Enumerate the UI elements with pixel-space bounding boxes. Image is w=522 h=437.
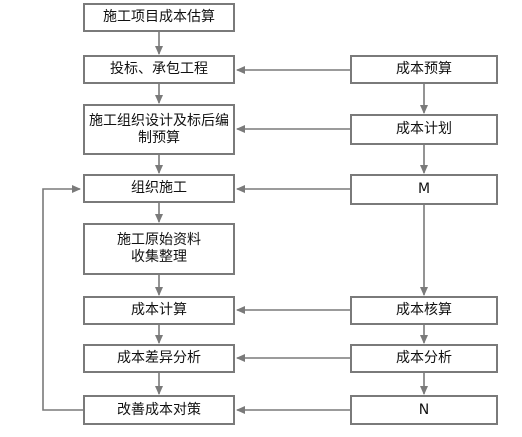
step-cost-calculation: 成本计算 [83,296,235,325]
cost-analysis-box: 成本分析 [350,344,498,373]
step-data-collection-label: 施工原始资料收集整理 [117,232,201,265]
step-variance-analysis: 成本差异分析 [83,344,235,373]
step-cost-calculation-label: 成本计算 [131,302,187,318]
step-organize-construction: 组织施工 [83,174,235,203]
n-box: N [350,395,498,425]
step-bidding-label: 投标、承包工程 [110,61,208,77]
m-label: M [417,181,431,197]
cost-analysis-label: 成本分析 [396,350,452,366]
cost-plan-box: 成本计划 [350,114,498,145]
cost-budget-box: 成本预算 [350,55,498,84]
step-improvement: 改善成本对策 [83,395,235,425]
step-construction-design: 施工组织设计及标后编制预算 [83,104,235,155]
cost-budget-label: 成本预算 [396,61,452,77]
cost-accounting-box: 成本核算 [350,296,498,325]
step-data-collection: 施工原始资料收集整理 [83,223,235,275]
step-variance-analysis-label: 成本差异分析 [117,350,201,366]
step-cost-estimate-label: 施工项目成本估算 [103,9,215,25]
step-cost-estimate: 施工项目成本估算 [83,3,235,32]
step-improvement-label: 改善成本对策 [117,401,201,418]
m-box: M [350,174,498,205]
cost-accounting-label: 成本核算 [396,302,452,318]
feedback-loop-s8-s4 [42,185,83,411]
n-label: N [418,401,430,418]
step-organize-construction-label: 组织施工 [131,180,187,196]
step-bidding: 投标、承包工程 [83,55,235,84]
step-construction-design-label: 施工组织设计及标后编制预算 [89,112,229,146]
cost-plan-label: 成本计划 [396,121,452,137]
